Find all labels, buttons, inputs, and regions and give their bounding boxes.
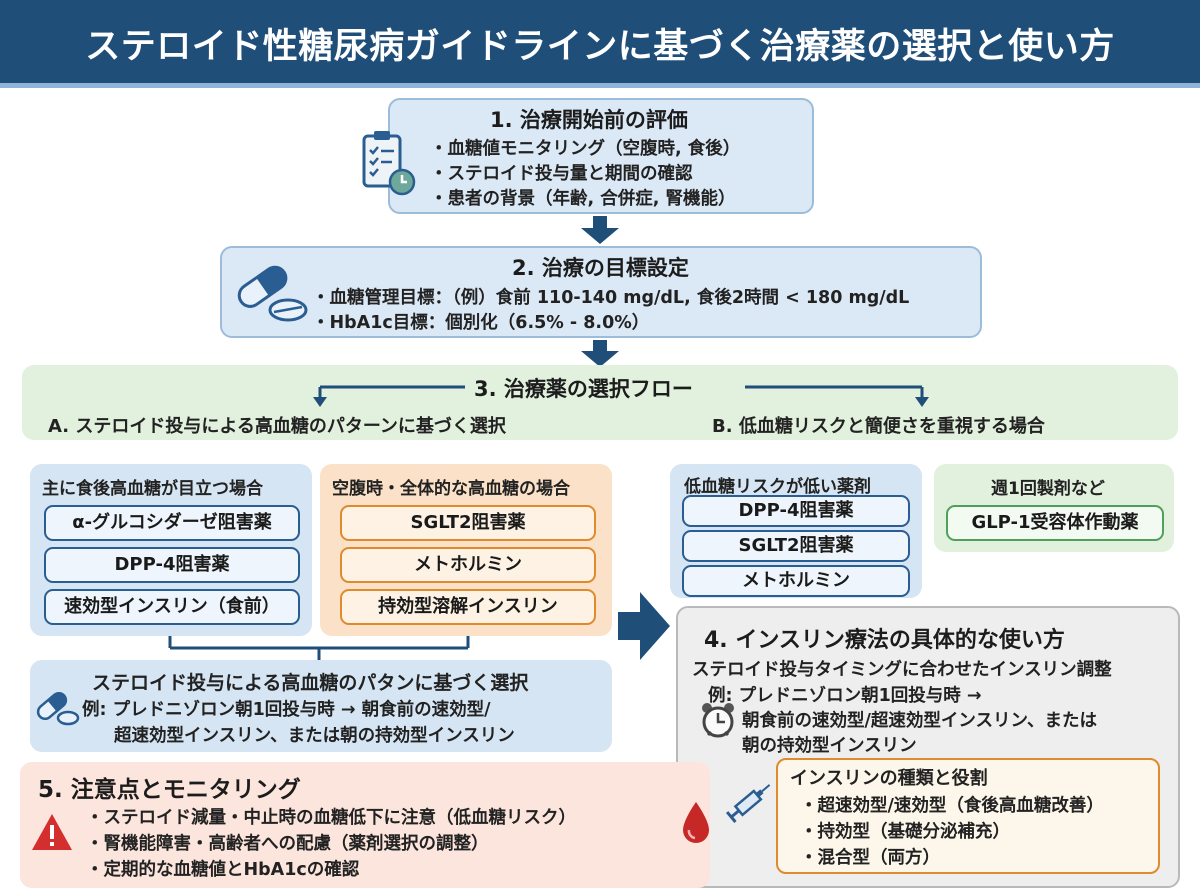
step4-subheading: ステロイド投与タイミングに合わせたインスリン調整	[692, 660, 1112, 680]
postprandial-heading: 主に食後高血糖が目立つ場合	[42, 479, 263, 499]
flow-arrow	[581, 340, 619, 367]
drug-pill: DPP-4阻害薬	[44, 547, 300, 583]
insulin-types-box: インスリンの種類と役割 ・超速効型/速効型（食後高血糖改善） ・持効型（基礎分泌…	[776, 758, 1160, 874]
clipboard-icon	[362, 131, 416, 196]
capsule-pill-icon	[36, 691, 80, 726]
merge-connector	[168, 636, 470, 660]
branch-b-label: B. 低血糖リスクと簡便さを重視する場合	[712, 416, 1045, 437]
pattern-line: 超速効型インスリン、または朝の持効型インスリン	[114, 726, 515, 746]
insulin-type-item: ・持効型（基礎分泌補充）	[800, 822, 1010, 842]
step2-item: ・血糖管理目標：（例）食前 110-140 mg/dL, 食後2時間 < 180…	[312, 288, 910, 308]
fasting-heading: 空腹時・全体的な高血糖の場合	[332, 479, 570, 499]
step1-item: ・ステロイド投与量と期間の確認	[430, 164, 693, 184]
step3-band: 3. 治療薬の選択フロー A. ステロイド投与による高血糖のパターンに基づく選択…	[22, 365, 1178, 440]
step4-line: 朝の持効型インスリン	[742, 736, 917, 756]
step2-heading: 2. 治療の目標設定	[512, 256, 689, 280]
step5-heading: 5. 注意点とモニタリング	[38, 777, 301, 803]
step5-item: ・定期的な血糖値とHbA1cの確認	[86, 860, 360, 880]
insulin-types-heading: インスリンの種類と役割	[790, 768, 988, 789]
drug-pill: SGLT2阻害薬	[682, 530, 910, 562]
step5-item: ・腎機能障害・高齢者への配慮（薬剤選択の調整）	[86, 834, 489, 854]
step4-line: 例: プレドニゾロン朝1回投与時 →	[708, 686, 982, 706]
page-title: ステロイド性糖尿病ガイドラインに基づく治療薬の選択と使い方	[85, 27, 1115, 67]
weekly-heading: 週1回製剤など	[991, 479, 1105, 499]
drug-pill: SGLT2阻害薬	[340, 505, 596, 541]
drug-pill: α-グルコシダーゼ阻害薬	[44, 505, 300, 541]
capsule-pill-icon	[237, 265, 308, 322]
flow-arrow-right	[618, 592, 670, 660]
low-risk-heading: 低血糖リスクが低い薬剤	[684, 477, 871, 497]
pattern-heading: ステロイド投与による高血糖のパタンに基づく選択	[92, 672, 529, 694]
clock-icon	[702, 703, 734, 738]
step1-box: 1. 治療開始前の評価 ・血糖値モニタリング（空腹時, 食後） ・ステロイド投与…	[388, 98, 814, 214]
step4-line: 朝食前の速効型/超速効型インスリン、または	[742, 711, 1097, 731]
step5-item: ・ステロイド減量・中止時の血糖低下に注意（低血糖リスク）	[86, 808, 576, 828]
step4-heading: 4. インスリン療法の具体的な使い方	[704, 628, 1065, 653]
step3-heading: 3. 治療薬の選択フロー	[474, 377, 693, 401]
drug-pill: メトホルミン	[340, 547, 596, 583]
drug-pill: 持効型溶解インスリン	[340, 589, 596, 625]
warning-icon	[32, 814, 72, 850]
drug-pill: 速効型インスリン（食前）	[44, 589, 300, 625]
step1-heading: 1. 治療開始前の評価	[490, 108, 688, 132]
step2-item: ・HbA1c目標：個別化（6.5% - 8.0%）	[312, 313, 650, 333]
blood-drop-icon	[683, 802, 709, 843]
step2-box: 2. 治療の目標設定 ・血糖管理目標：（例）食前 110-140 mg/dL, …	[220, 246, 982, 338]
step5-box: 5. 注意点とモニタリング ・ステロイド減量・中止時の血糖低下に注意（低血糖リス…	[20, 762, 710, 888]
branch-connector	[313, 385, 929, 407]
step1-item: ・血糖値モニタリング（空腹時, 食後）	[430, 139, 741, 159]
insulin-type-item: ・超速効型/速効型（食後高血糖改善）	[800, 796, 1104, 816]
drug-pill: GLP-1受容体作動薬	[946, 505, 1164, 541]
flow-arrow	[581, 216, 619, 244]
drug-pill: メトホルミン	[682, 565, 910, 597]
pattern-line: 例: プレドニゾロン朝1回投与時 → 朝食前の速効型/	[82, 700, 491, 720]
step1-item: ・患者の背景（年齢, 合併症, 腎機能）	[430, 189, 736, 209]
drug-pill: DPP-4阻害薬	[682, 495, 910, 527]
syringe-icon	[725, 784, 771, 823]
pattern-box: ステロイド投与による高血糖のパタンに基づく選択 例: プレドニゾロン朝1回投与時…	[30, 660, 612, 752]
title-bar	[0, 0, 1200, 88]
branch-a-label: A. ステロイド投与による高血糖のパターンに基づく選択	[48, 416, 506, 437]
insulin-type-item: ・混合型（両方）	[800, 848, 940, 868]
